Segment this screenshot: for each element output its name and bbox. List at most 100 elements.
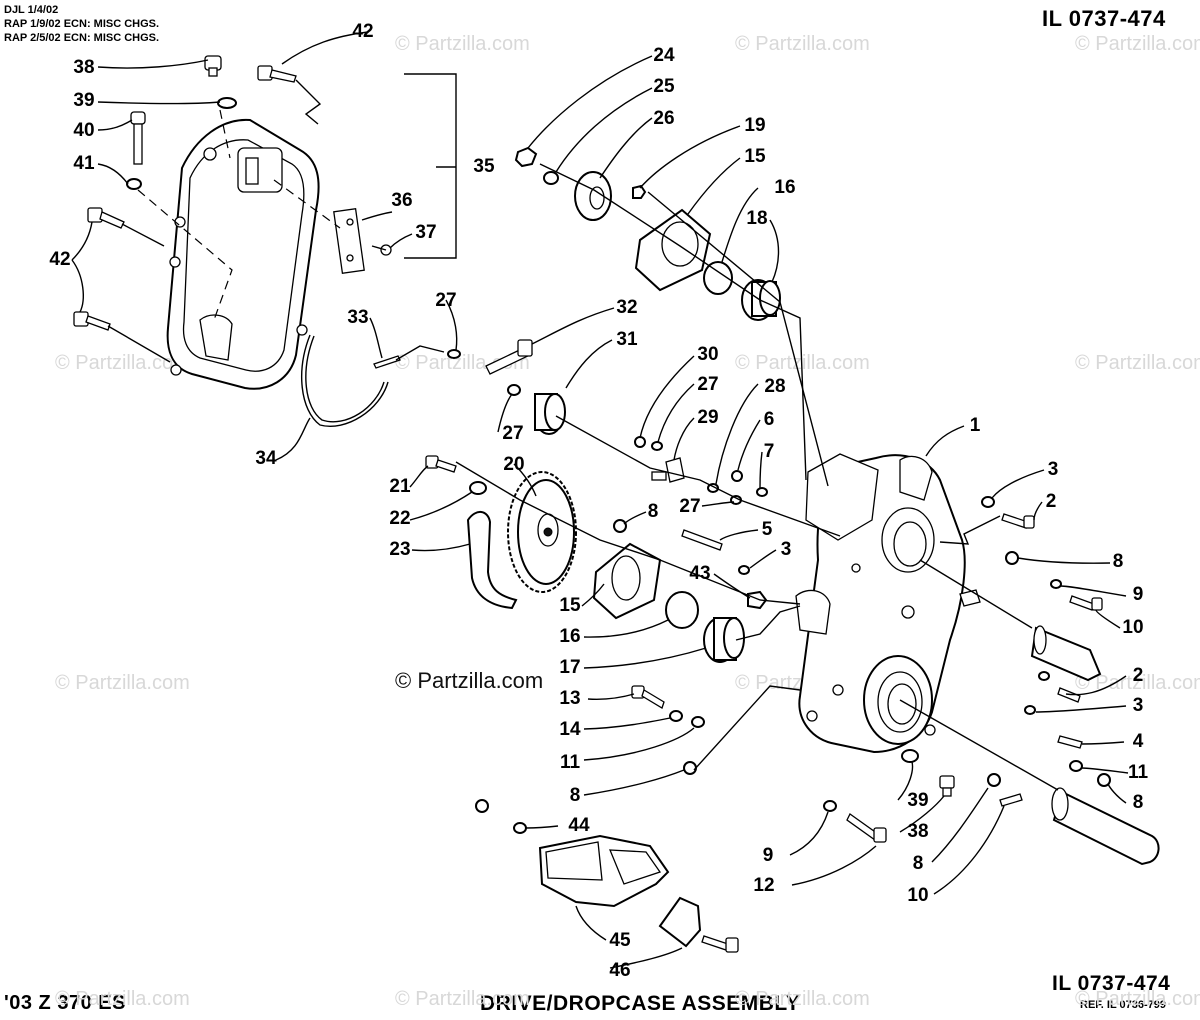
leader-lines bbox=[71, 31, 1129, 969]
callout-15: 15 bbox=[744, 146, 766, 167]
callout-30: 30 bbox=[697, 344, 719, 365]
bolt bbox=[631, 685, 665, 709]
callout-26: 26 bbox=[653, 108, 675, 129]
drain-plug bbox=[204, 55, 222, 77]
dropcase-bracket bbox=[538, 834, 670, 908]
watermark: © Partzilla.com bbox=[55, 352, 190, 374]
callout-8: 8 bbox=[1112, 551, 1124, 572]
callout-40: 40 bbox=[73, 120, 95, 141]
driven-sprocket bbox=[507, 471, 577, 593]
callout-10: 10 bbox=[907, 885, 929, 906]
washer bbox=[901, 749, 919, 763]
watermark: © Partzilla.com bbox=[1075, 352, 1200, 374]
bolt bbox=[1069, 595, 1103, 611]
dropcase-housing bbox=[795, 453, 981, 754]
callout-1: 1 bbox=[969, 415, 981, 436]
tensioner-roller bbox=[534, 393, 566, 435]
washer bbox=[447, 349, 461, 359]
callout-5: 5 bbox=[761, 519, 773, 540]
nut bbox=[634, 436, 646, 448]
bearing-flange-lower bbox=[592, 542, 662, 620]
washer bbox=[1050, 579, 1062, 589]
nut bbox=[987, 773, 1001, 787]
callout-27: 27 bbox=[502, 423, 524, 444]
washer bbox=[543, 171, 559, 185]
nut bbox=[1005, 551, 1019, 565]
callout-3: 3 bbox=[1132, 695, 1144, 716]
callout-33: 33 bbox=[347, 307, 369, 328]
callout-45: 45 bbox=[609, 930, 631, 951]
bolt bbox=[1057, 735, 1083, 749]
chain-tensioner-spring bbox=[301, 334, 389, 427]
callout-11: 11 bbox=[1127, 762, 1149, 783]
callout-34: 34 bbox=[255, 448, 277, 469]
callout-35: 35 bbox=[473, 156, 495, 177]
washer bbox=[1024, 705, 1036, 715]
callout-38: 38 bbox=[73, 57, 95, 78]
washer bbox=[738, 565, 750, 575]
callout-11: 11 bbox=[559, 752, 581, 773]
bearing-flange-upper bbox=[634, 208, 712, 292]
callout-15: 15 bbox=[559, 595, 581, 616]
callout-13: 13 bbox=[559, 688, 581, 709]
cover-bolt bbox=[87, 207, 125, 229]
callout-16: 16 bbox=[559, 626, 581, 647]
washer bbox=[507, 384, 521, 396]
watermark: © Partzilla.com bbox=[55, 672, 190, 694]
cover-bolt bbox=[257, 65, 297, 83]
callout-18: 18 bbox=[746, 208, 768, 229]
watermark: © Partzilla.com bbox=[1075, 988, 1200, 1010]
drive-chain bbox=[466, 511, 518, 610]
callout-3: 3 bbox=[780, 539, 792, 560]
callout-9: 9 bbox=[762, 845, 774, 866]
callout-31: 31 bbox=[616, 329, 638, 350]
callout-42: 42 bbox=[49, 249, 71, 270]
callout-2: 2 bbox=[1132, 665, 1144, 686]
sprocket-bolt bbox=[425, 455, 457, 473]
callout-14: 14 bbox=[559, 719, 581, 740]
illustration-number-top: IL 0737-474 bbox=[1042, 6, 1166, 31]
illustration-number-bottom: IL 0737-474 bbox=[1052, 972, 1171, 995]
callout-23: 23 bbox=[389, 539, 411, 560]
callout-9: 9 bbox=[1132, 584, 1144, 605]
assembly-lines bbox=[107, 79, 1059, 791]
nut bbox=[613, 519, 627, 533]
plug-washer bbox=[217, 97, 237, 109]
washer bbox=[823, 800, 837, 812]
watermark: © Partzilla.com bbox=[1075, 33, 1200, 55]
nut bbox=[475, 799, 489, 813]
revision-note-1: DJL 1/4/02 bbox=[4, 4, 59, 16]
flange-nut bbox=[632, 184, 647, 199]
callout-39: 39 bbox=[907, 790, 929, 811]
callout-46: 46 bbox=[609, 960, 631, 981]
dipstick bbox=[130, 111, 146, 165]
drive-shaft bbox=[1051, 787, 1160, 866]
callout-6: 6 bbox=[763, 409, 775, 430]
callout-7: 7 bbox=[763, 441, 775, 462]
washer bbox=[669, 710, 683, 722]
nut bbox=[731, 470, 743, 482]
watermark-center: © Partzilla.com bbox=[395, 668, 544, 693]
bolt bbox=[1001, 513, 1035, 529]
watermark: © Partzilla.com bbox=[735, 352, 870, 374]
callout-17: 17 bbox=[559, 657, 581, 678]
watermark: © Partzilla.com bbox=[395, 33, 530, 55]
nut bbox=[683, 761, 697, 775]
watermark: © Partzilla.com bbox=[395, 988, 530, 1010]
sprocket-washer bbox=[469, 481, 487, 495]
callout-32: 32 bbox=[616, 297, 638, 318]
washer bbox=[691, 716, 705, 728]
callout-36: 36 bbox=[391, 190, 413, 211]
tensioner-adjuster bbox=[485, 339, 533, 375]
callout-3: 3 bbox=[1047, 459, 1059, 480]
callout-8: 8 bbox=[647, 501, 659, 522]
callout-10: 10 bbox=[1122, 617, 1144, 638]
plate-screw bbox=[371, 244, 392, 256]
tensioner-arm bbox=[651, 457, 685, 483]
callout-39: 39 bbox=[73, 90, 95, 111]
callout-20: 20 bbox=[503, 454, 525, 475]
fitting bbox=[747, 590, 768, 610]
bracket-plate bbox=[658, 896, 702, 948]
